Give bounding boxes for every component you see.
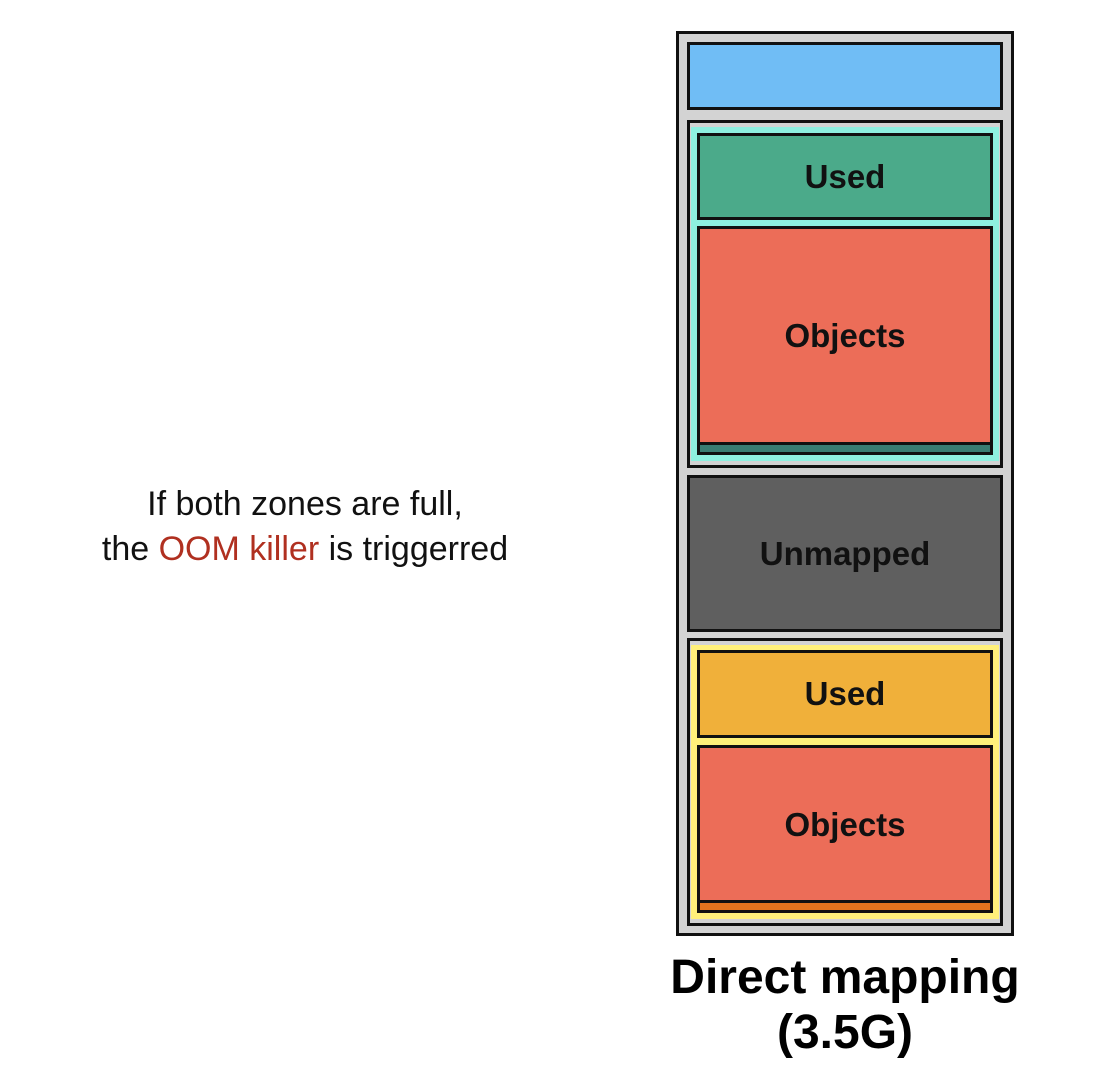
reserved-region	[687, 42, 1003, 110]
diagram-title-line-2: (3.5G)	[776, 1006, 914, 1059]
zone-lower-used: Used	[697, 650, 993, 738]
zone-upper-used-label: Used	[804, 157, 886, 195]
zone-lower-objects-label: Objects	[784, 806, 906, 843]
zone-upper-used: Used	[697, 133, 993, 220]
diagram-title-line-1: Direct mapping	[670, 951, 1020, 1004]
diagram-title: Direct mapping (3.5G)	[600, 950, 1090, 1060]
caption-line-2-suffix: is triggerred	[319, 530, 509, 568]
zone-lower-strip	[697, 900, 993, 913]
oom-caption: If both zones are full, the OOM killer i…	[20, 482, 590, 572]
oom-killer-highlight: OOM killer	[158, 530, 320, 568]
caption-line-2: the OOM killer is triggerred	[20, 527, 590, 572]
zone-lower-objects: Objects	[697, 745, 993, 905]
caption-line-1: If both zones are full,	[147, 485, 463, 523]
unmapped-region: Unmapped	[687, 475, 1003, 632]
zone-upper-strip	[697, 442, 993, 455]
zone-upper-objects: Objects	[697, 226, 993, 446]
zone-upper-objects-label: Objects	[784, 317, 906, 354]
caption-line-2-prefix: the	[101, 530, 159, 568]
unmapped-label: Unmapped	[759, 534, 931, 572]
zone-lower-used-label: Used	[804, 675, 886, 712]
